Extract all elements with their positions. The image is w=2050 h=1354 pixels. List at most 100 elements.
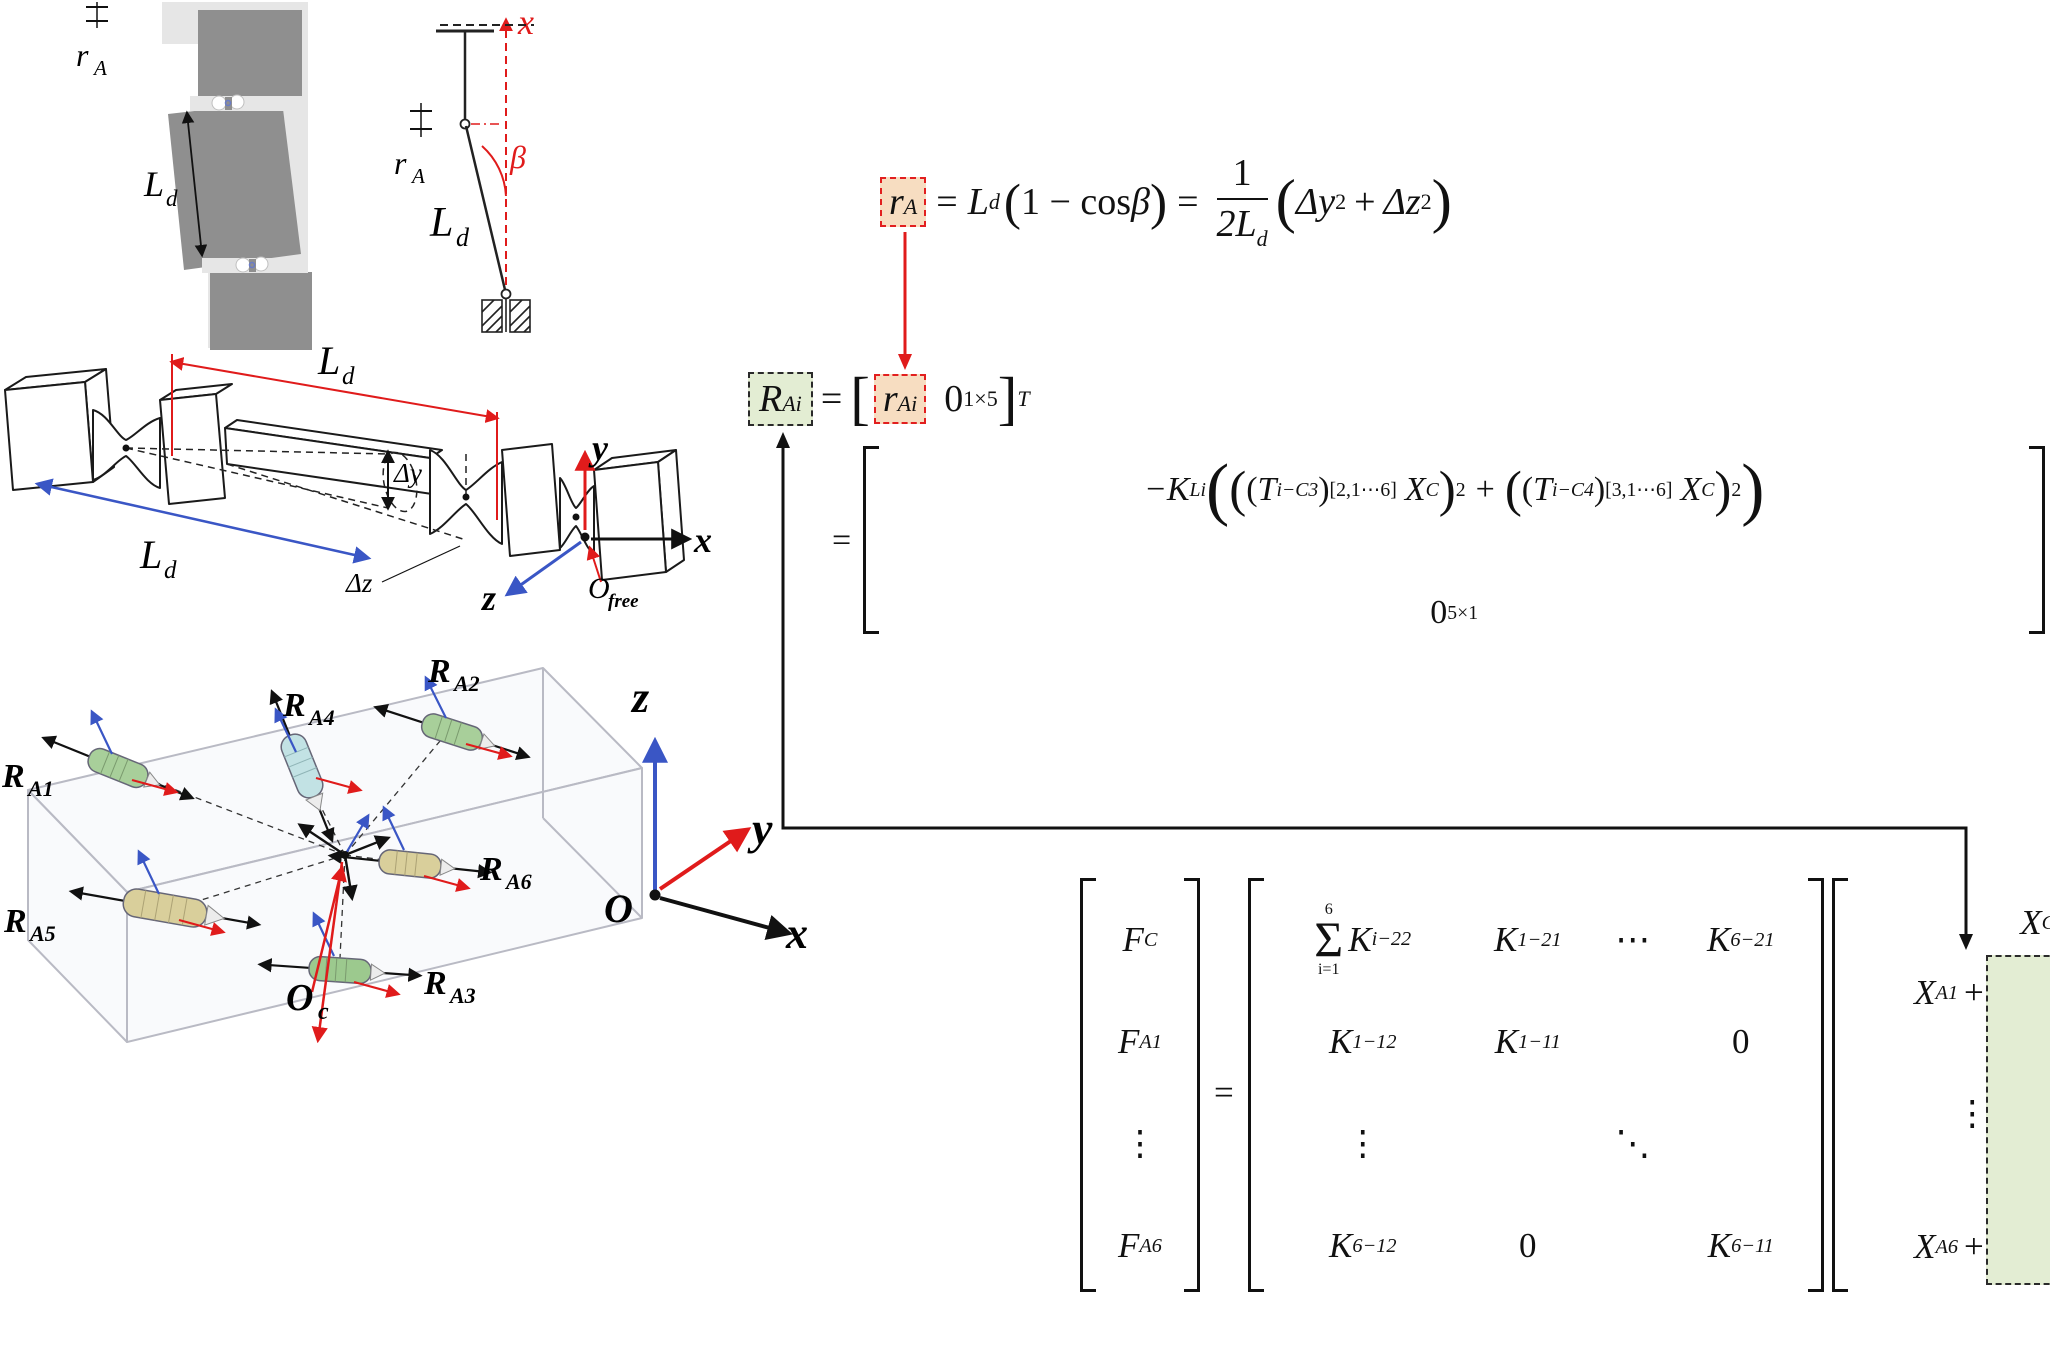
zero-entry: 0 — [944, 378, 964, 420]
var-XC-1-sub: C — [1425, 478, 1439, 501]
FC-sub: C — [1143, 928, 1158, 951]
K-121-base: K — [1494, 920, 1518, 959]
denominator: 2Ld — [1217, 203, 1268, 252]
var-rAi-sub: Ai — [897, 391, 918, 416]
F-vdots: ⋮ — [1122, 1124, 1158, 1163]
XC-base: X — [2020, 903, 2042, 942]
var-T1-sub: i−C3 — [1276, 478, 1319, 501]
XC-value: XC — [1990, 903, 2050, 943]
KLi-sub: Li — [1189, 478, 1206, 501]
zero-entry-sub: 1×5 — [963, 386, 998, 411]
zero-upper: 0 — [1732, 1022, 1750, 1061]
var-RAi: R — [759, 378, 783, 420]
K-621-base: K — [1707, 920, 1731, 959]
paren-open-2: ( — [1275, 168, 1296, 235]
K-112-sub: 1−12 — [1352, 1030, 1397, 1053]
equals-sign: = — [936, 181, 958, 223]
var-beta: β — [1131, 181, 1150, 223]
paren-inner-open-2: ( — [1521, 471, 1534, 508]
sigma-symbol: Σ — [1314, 911, 1344, 967]
K-ddots-cell: ⋱ — [1615, 1124, 1651, 1163]
X-vdots-row: ⋮ — [1848, 1029, 2050, 1199]
plus-sign: + — [1354, 181, 1376, 223]
label-rA-schematic: r — [394, 145, 407, 181]
panel-isometric-flexure: L d L d Δy Δz y x z O free — [4, 338, 712, 618]
K-vdots-cell: ⋮ — [1345, 1124, 1381, 1163]
equals-sign: = — [832, 522, 852, 559]
actuator-A6 — [327, 805, 493, 892]
var-XC-2-sub: C — [1701, 478, 1715, 501]
K-612-base: K — [1329, 1226, 1353, 1265]
ground-hatching — [481, 299, 531, 333]
equals-sign: = — [1214, 1073, 1234, 1112]
XC-row: XC — [1848, 895, 2050, 951]
free-end-frame — [504, 449, 693, 597]
fraction-1-over-2Ld: 1 2Ld — [1216, 152, 1268, 252]
var-XC-2: X — [1680, 471, 1702, 508]
label-Ld-photo: L — [143, 164, 164, 204]
paren-outer-open: ( — [1205, 451, 1230, 528]
var-rA: r — [889, 181, 904, 223]
FA6-sub: A6 — [1139, 1234, 1162, 1257]
X-vdots: ⋮ — [1954, 1094, 1990, 1133]
var-rAi: r — [882, 378, 898, 420]
paren-close-2: ) — [1431, 168, 1452, 235]
label-RA4: R — [282, 687, 306, 724]
FA6-base: F — [1118, 1226, 1140, 1265]
label-Ld-top: L — [317, 338, 340, 383]
panel-flexure-photo: r A L d — [76, 2, 312, 350]
var-dz: Δz — [1383, 181, 1421, 223]
XA1-base: X — [1914, 973, 1936, 1012]
label-RA4-sub: A4 — [307, 705, 335, 730]
label-RA1-sub: A1 — [26, 776, 54, 801]
K-112-base: K — [1329, 1022, 1353, 1061]
K-611-base: K — [1707, 1226, 1732, 1265]
dz-pointer-line — [381, 545, 461, 583]
label-x-schematic: x — [517, 2, 534, 42]
F-vector-bracket-left — [1080, 878, 1096, 1292]
label-y-iso: y — [588, 428, 609, 468]
K-i22-base: K — [1348, 919, 1372, 959]
XA1-sub: A1 — [1935, 981, 1958, 1004]
minus-KLi: −K — [1143, 471, 1190, 508]
label-dz: Δz — [345, 568, 373, 598]
label-rA-schematic-sub: A — [410, 164, 425, 188]
paren-inner-close-2: ) — [1593, 471, 1606, 508]
plus-1: + — [1964, 973, 1984, 1012]
plus-sign: + — [1475, 471, 1495, 508]
label-RA3-sub: A3 — [448, 983, 476, 1008]
FA1-sub: A1 — [1139, 1030, 1162, 1053]
label-x-iso: x — [693, 520, 712, 560]
var-T2: T — [1533, 471, 1553, 508]
den-2L: 2L — [1216, 202, 1257, 245]
K-matrix-bracket-right — [1807, 878, 1824, 1292]
label-Ld-photo-sub: d — [166, 186, 178, 211]
matrix-bracket-left — [863, 446, 880, 634]
label-Oc: O — [286, 977, 313, 1019]
plus-2: + — [1964, 1227, 1984, 1266]
X-vector-bracket-left — [1831, 878, 1848, 1292]
K-i22-sub: i−22 — [1371, 928, 1412, 951]
paren-mid-close: ) — [1438, 462, 1456, 518]
label-dy: Δy — [393, 458, 422, 488]
label-RA3: R — [423, 965, 447, 1002]
var-XC-1: X — [1404, 471, 1426, 508]
label-RA5: R — [3, 903, 27, 940]
equals-sign-2: = — [1177, 181, 1199, 223]
dz-squared: 2 — [1420, 189, 1432, 214]
label-rA-photo-sub: A — [92, 56, 107, 80]
